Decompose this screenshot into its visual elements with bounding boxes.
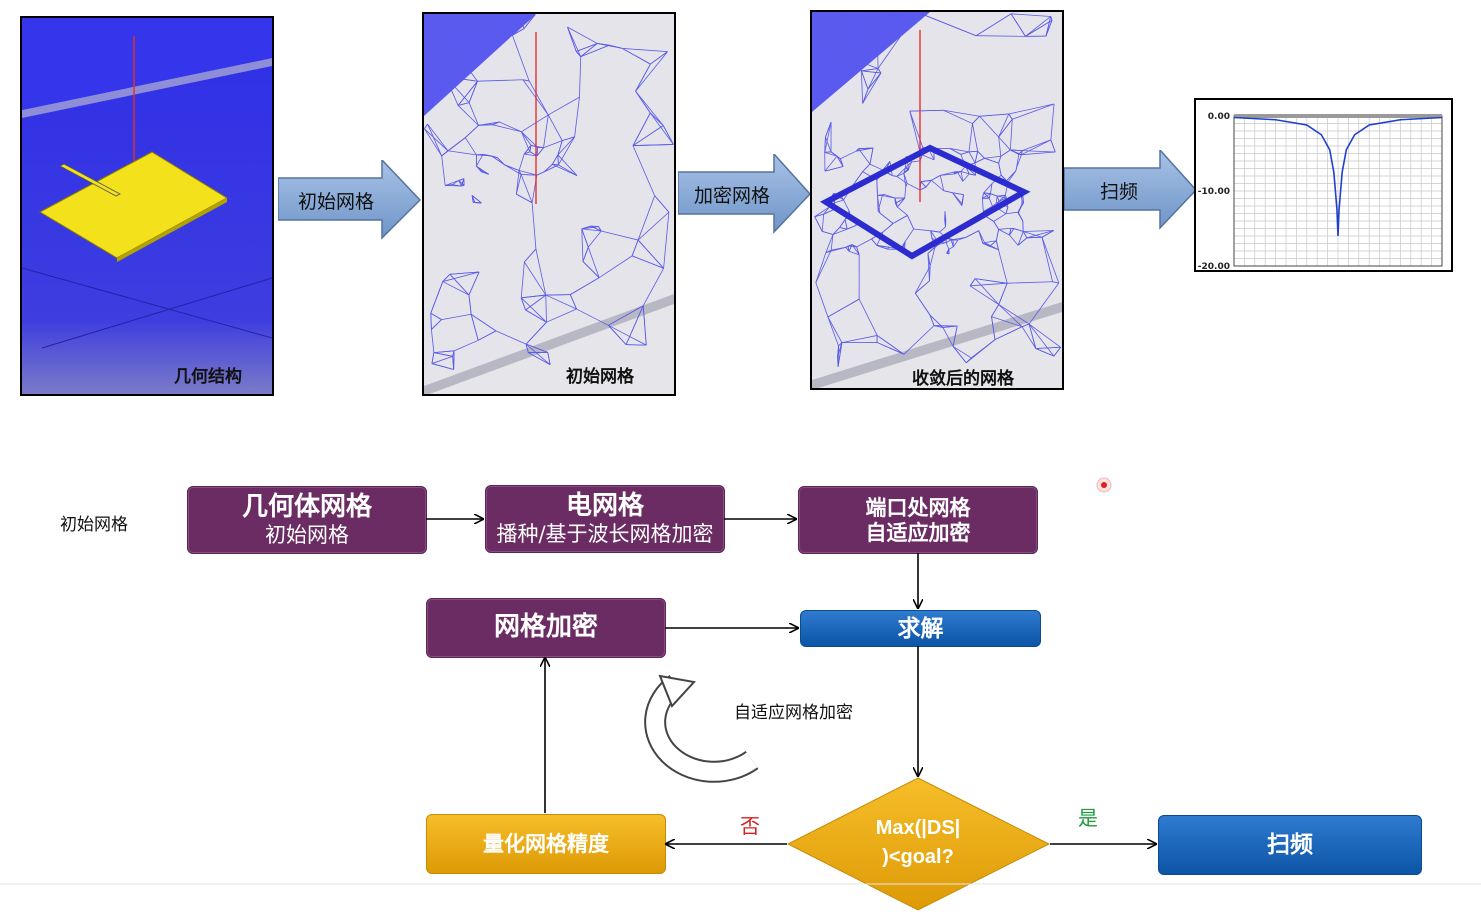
initial-mesh-arrow: 初始网格 (278, 160, 422, 240)
quantify-accuracy-box: 量化网格精度 (426, 814, 666, 874)
initial-mesh-lines (424, 14, 674, 370)
geometry-panel: 几何结构 (20, 16, 274, 396)
plot-top-band (1234, 114, 1442, 118)
refine-mesh-box: 网格加密 (426, 598, 666, 658)
solve-box: 求解 (800, 610, 1041, 647)
decision-line2: )<goal? (882, 846, 954, 868)
port-mesh-line1: 端口处网格 (865, 494, 971, 520)
flow-side-label: 初始网格 (60, 515, 128, 535)
adaptive-refine-label: 自适应网格加密 (734, 703, 853, 723)
geometry-illustration (22, 18, 272, 394)
loop-arrow-icon (644, 674, 759, 783)
seed-mesh-title: 电网格 (565, 490, 644, 521)
refine-mesh-arrow-label: 加密网格 (694, 185, 771, 207)
geometry-mesh-box: 几何体网格 初始网格 (187, 486, 427, 554)
quantify-accuracy-title: 量化网格精度 (483, 831, 609, 857)
sweep-result-plot: 0.00 -10.00 -20.00 (1194, 98, 1453, 272)
y-tick-label: -20.00 (1198, 262, 1230, 270)
initial-mesh-panel: 初始网格 (422, 12, 676, 396)
initial-mesh-illustration (424, 14, 674, 394)
converged-mesh-panel: 收敛后的网格 (810, 10, 1064, 390)
substrate-edge (22, 58, 272, 118)
initial-mesh-arrow-label: 初始网格 (298, 191, 375, 213)
seed-mesh-box: 电网格 播种/基于波长网格加密 (485, 485, 725, 553)
decision-text: Max(|DS| )<goal? (848, 814, 988, 872)
refine-mesh-title: 网格加密 (493, 612, 598, 643)
yes-label: 是 (1078, 806, 1098, 830)
sweep-box: 扫频 (1158, 815, 1422, 875)
initial-mesh-caption: 初始网格 (566, 367, 634, 387)
no-label: 否 (740, 814, 760, 838)
sweep-box-title: 扫频 (1267, 831, 1313, 859)
solve-title: 求解 (897, 614, 944, 642)
converged-mesh-caption: 收敛后的网格 (912, 369, 1014, 389)
feed-line (59, 163, 121, 197)
sweep-arrow: 扫频 (1064, 150, 1198, 230)
converged-mesh-illustration (812, 12, 1062, 388)
seed-mesh-subtitle: 播种/基于波长网格加密 (496, 522, 714, 546)
port-mesh-box: 端口处网格 自适应加密 (798, 486, 1038, 554)
port-mesh-line2: 自适应加密 (865, 520, 971, 545)
refine-mesh-arrow: 加密网格 (678, 154, 812, 234)
y-tick-label: -10.00 (1198, 187, 1230, 197)
y-tick-label: 0.00 (1208, 112, 1230, 122)
geometry-mesh-title: 几何体网格 (241, 491, 372, 522)
record-indicator-icon (1096, 477, 1112, 493)
converged-mesh-lines (813, 12, 1061, 367)
decision-line1: Max(|DS| (875, 817, 961, 839)
convergence-decision (786, 777, 1051, 911)
sweep-arrow-label: 扫频 (1100, 181, 1139, 203)
geometry-caption: 几何结构 (174, 367, 242, 387)
geometry-mesh-subtitle: 初始网格 (265, 523, 349, 547)
refined-patch-outline (819, 144, 1031, 260)
